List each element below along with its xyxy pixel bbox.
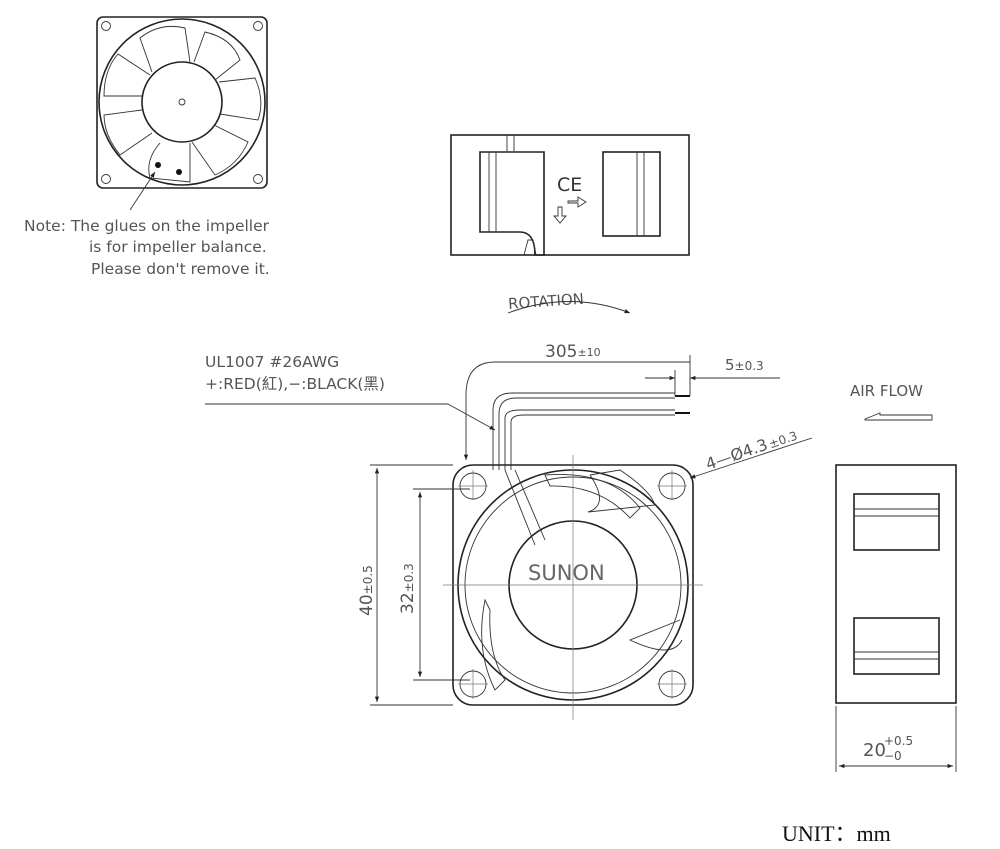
hole-spec-dim: 4—Ø4.3±0.3 (703, 425, 799, 474)
unit-label: UNIT：mm (782, 821, 891, 846)
top-view: CE (450, 134, 690, 256)
impeller-rear-view (96, 16, 268, 211)
wire-length-dim: 305±10 (545, 342, 601, 362)
ce-mark: CE (557, 174, 582, 196)
height-dim: 40±0.5 (357, 565, 377, 616)
strip-length-dim: 5±0.3 (725, 356, 764, 374)
wire-spec-line-2: +:RED(紅),−:BLACK(黑) (205, 375, 385, 393)
hole-pitch-dim: 32±0.3 (398, 563, 418, 614)
fan-front-view: SUNON (443, 455, 703, 720)
note-line-1: Note: The glues on the impeller (24, 217, 270, 235)
airflow-label: AIR FLOW (850, 382, 923, 400)
note-line-3: Please don't remove it. (91, 260, 270, 278)
brand-label: SUNON (528, 561, 605, 585)
side-view (835, 464, 957, 704)
depth-tol-minus: −0 (884, 749, 902, 763)
airflow-arrow (864, 412, 933, 421)
wire-spec-line-1: UL1007 #26AWG (205, 353, 339, 371)
rotation-arrow (507, 301, 631, 314)
lead-wires (492, 392, 690, 470)
depth-tol-plus: +0.5 (884, 734, 913, 748)
note-line-2: is for impeller balance. (89, 238, 267, 256)
depth-dim: 20 (863, 740, 886, 761)
